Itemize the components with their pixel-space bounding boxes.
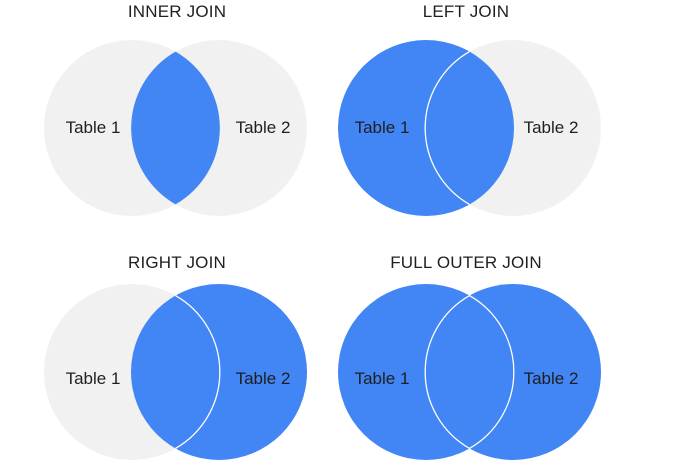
intersection-outline bbox=[424, 51, 470, 205]
left-join-diagram: Table 1 Table 2 bbox=[338, 40, 601, 216]
table1-circle bbox=[338, 40, 514, 216]
table2-circle bbox=[425, 284, 601, 460]
left-join-title: LEFT JOIN bbox=[422, 2, 510, 21]
right-join-diagram: Table 1 Table 2 bbox=[44, 284, 307, 460]
table2-label: Table 2 bbox=[236, 118, 291, 137]
table1-label: Table 1 bbox=[355, 118, 410, 137]
inner-join-diagram: Table 1 Table 2 bbox=[44, 40, 307, 216]
full-outer-join-title: FULL OUTER JOIN bbox=[390, 253, 542, 272]
table1-label: Table 1 bbox=[355, 369, 410, 388]
table2-circle bbox=[131, 284, 307, 460]
intersection-outline-right bbox=[469, 295, 515, 449]
intersection-region bbox=[131, 51, 220, 205]
table1-label: Table 1 bbox=[66, 118, 121, 137]
table2-label: Table 2 bbox=[524, 369, 579, 388]
intersection-outline bbox=[175, 295, 221, 449]
table2-label: Table 2 bbox=[524, 118, 579, 137]
full-outer-join-diagram: Table 1 Table 2 bbox=[338, 284, 601, 460]
intersection-outline-left bbox=[424, 295, 470, 449]
table2-label: Table 2 bbox=[236, 369, 291, 388]
inner-join-title: INNER JOIN bbox=[127, 2, 227, 21]
table1-label: Table 1 bbox=[66, 369, 121, 388]
right-join-title: RIGHT JOIN bbox=[127, 253, 227, 272]
